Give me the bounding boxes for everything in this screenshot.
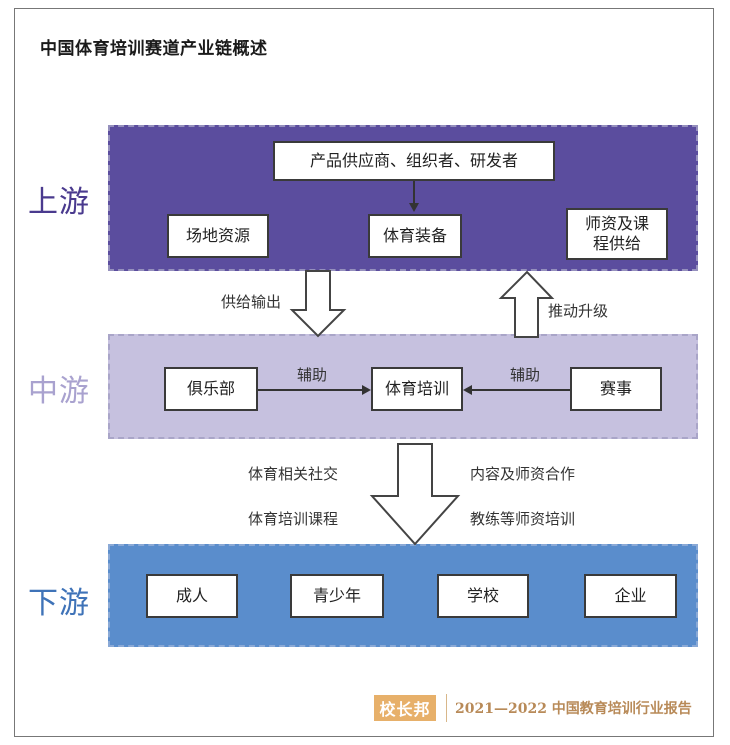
diagram-title: 中国体育培训赛道产业链概述: [40, 39, 268, 59]
downstream-box-youth: 青少年: [290, 574, 384, 618]
report-title: 2021—2022 中国教育培训行业报告: [455, 701, 692, 717]
left-flow-line-2: 体育培训课程: [248, 510, 339, 528]
midstream-box-sports-training: 体育培训: [371, 367, 463, 411]
upstream-box-venue: 场地资源: [167, 214, 269, 258]
supply-output-arrow: [289, 270, 347, 338]
right-flow-line-2: 教练等师资培训: [470, 510, 576, 528]
midstream-box-club: 俱乐部: [164, 367, 258, 411]
upstream-box-equipment: 体育装备: [368, 214, 462, 258]
upstream-box-teachers-courses: 师资及课程供给: [566, 208, 668, 260]
club-to-training-arrowhead: [362, 385, 371, 395]
promote-upgrade-label: 推动升级: [548, 302, 609, 320]
downstream-box-adults: 成人: [146, 574, 238, 618]
event-to-training-arrowhead: [463, 385, 472, 395]
left-flow-line-1: 体育相关社交: [248, 465, 339, 483]
promote-upgrade-arrow: [498, 270, 555, 338]
footer-divider: [446, 694, 447, 722]
upstream-label: 上游: [28, 185, 90, 220]
downstream-box-enterprises: 企业: [584, 574, 677, 618]
right-flow-line-1: 内容及师资合作: [470, 465, 576, 483]
downstream-label: 下游: [28, 586, 90, 621]
downstream-box-schools: 学校: [437, 574, 529, 618]
brand-logo: 校长邦: [374, 695, 436, 721]
midstream-label: 中游: [28, 374, 90, 409]
midstream-box-events: 赛事: [570, 367, 662, 411]
assist-right-label: 辅助: [510, 366, 541, 384]
mid-to-down-arrow: [369, 443, 461, 546]
assist-left-label: 辅助: [297, 366, 328, 384]
upstream-top-box: 产品供应商、组织者、研发者: [273, 141, 555, 181]
upstream-connector-arrowhead: [409, 203, 419, 212]
supply-output-label: 供给输出: [221, 293, 282, 311]
